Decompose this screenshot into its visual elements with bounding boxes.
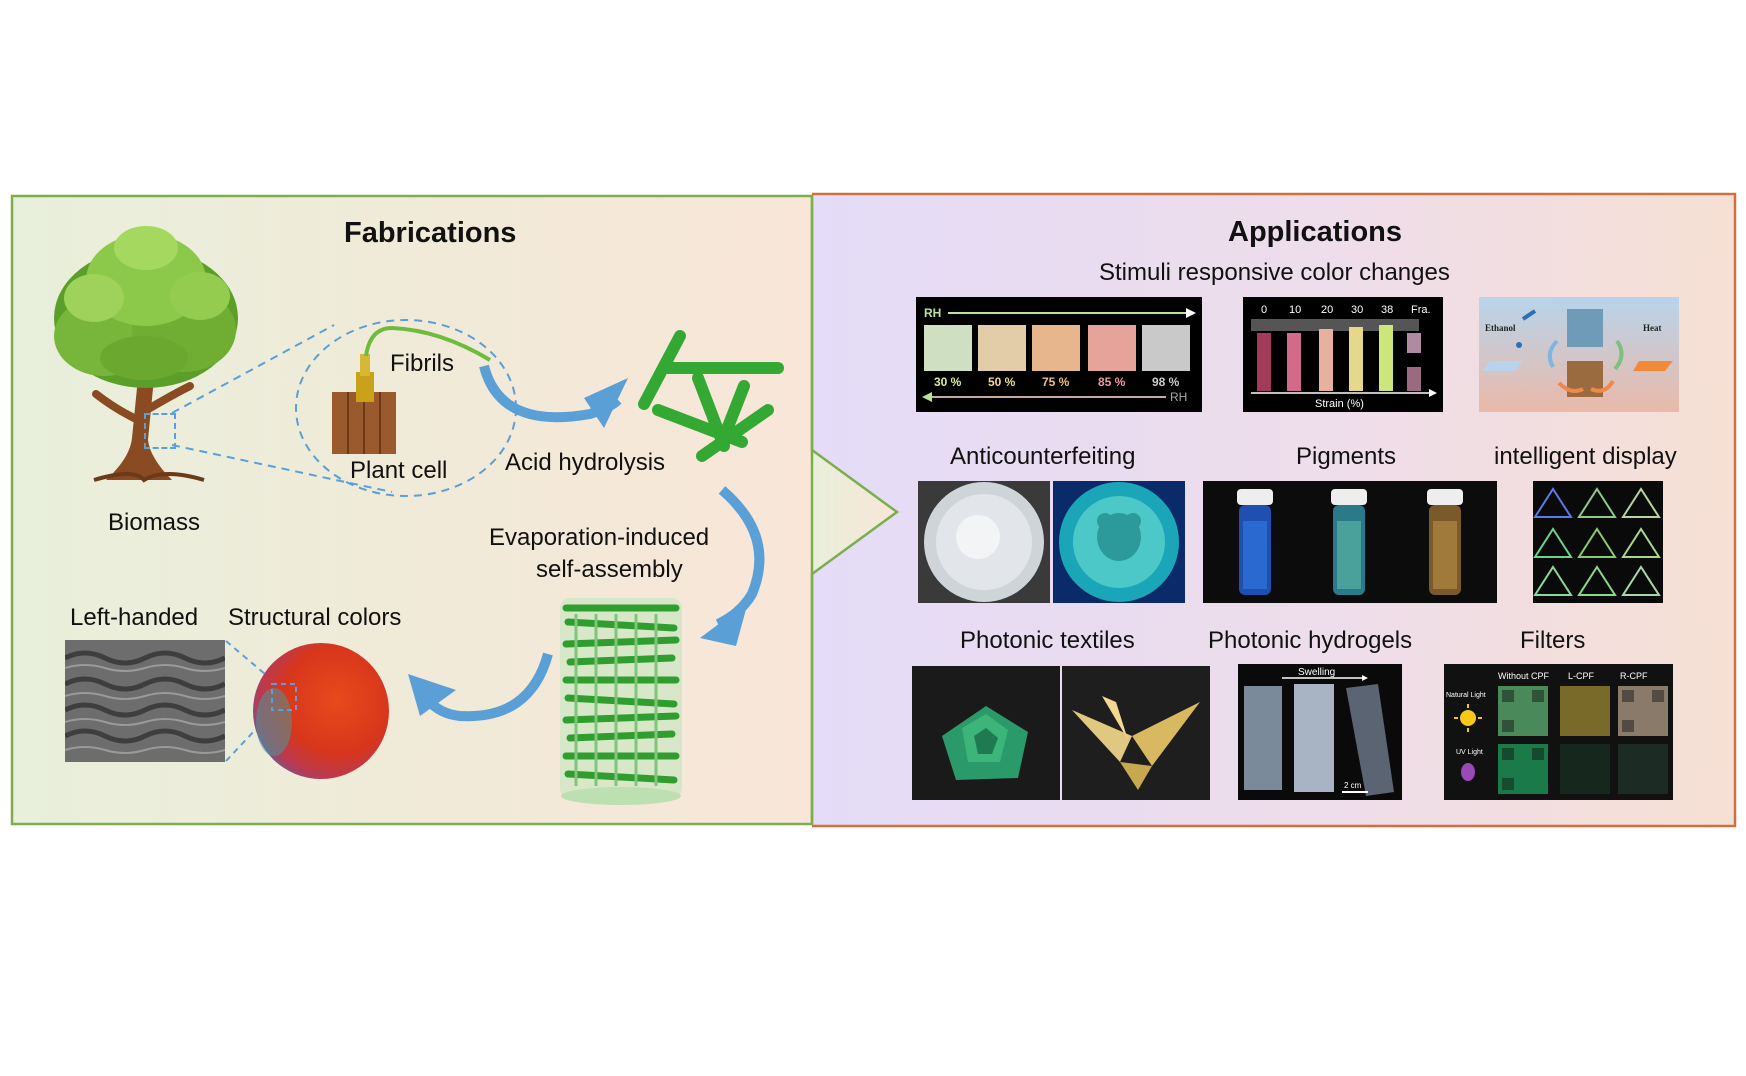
ethanol-label: Ethanol bbox=[1485, 323, 1516, 333]
fibril-strand bbox=[364, 325, 492, 362]
rh-axis-label: RH bbox=[924, 306, 941, 320]
photonic-textiles-label: Photonic textiles bbox=[960, 627, 1135, 654]
biomass-label: Biomass bbox=[108, 509, 201, 536]
anticounterfeiting-label: Anticounterfeiting bbox=[950, 443, 1136, 470]
filter-row-label: UV Light bbox=[1456, 749, 1483, 756]
fabrications-title: Fabrications bbox=[344, 217, 517, 249]
sem-leader-lines bbox=[225, 640, 273, 762]
evaporation-label-line2: self-assembly bbox=[536, 556, 683, 583]
heat-label: Heat bbox=[1643, 323, 1662, 333]
applications-title: Applications bbox=[1228, 216, 1403, 248]
filter-column-label: L-CPF bbox=[1568, 671, 1595, 681]
sun-icon bbox=[1460, 710, 1476, 726]
strain-tick: 0 bbox=[1261, 304, 1267, 316]
intelligent-display-photo bbox=[1533, 481, 1663, 603]
intelligent-display-label: intelligent display bbox=[1494, 443, 1677, 470]
rh-bottom-label: RH bbox=[1170, 390, 1187, 404]
pigments-photo bbox=[1203, 481, 1497, 603]
rh-value: 75 % bbox=[1042, 375, 1070, 389]
left-handed-label: Left-handed bbox=[70, 604, 199, 631]
rh-photo-panel: RH 30 % 50 % 75 % 85 % 98 % RH bbox=[916, 297, 1202, 412]
filters-label: Filters bbox=[1520, 627, 1586, 654]
tree-trunk-highlight bbox=[144, 413, 176, 449]
strain-photo-panel: 0 10 20 30 38 Fra. Strain (%) bbox=[1243, 297, 1443, 412]
hydrogels-photo: Swelling 2 cm bbox=[1238, 664, 1402, 800]
swelling-label: Swelling bbox=[1298, 667, 1335, 678]
hydrogel-scale-label: 2 cm bbox=[1344, 781, 1362, 790]
tree-icon bbox=[54, 226, 238, 483]
structural-color-disk bbox=[253, 643, 389, 779]
cnc-rods-icon bbox=[638, 330, 784, 462]
rh-value: 85 % bbox=[1098, 375, 1126, 389]
rh-value: 30 % bbox=[934, 375, 962, 389]
anticounterfeiting-photo-white bbox=[918, 481, 1050, 603]
structural-colors-label: Structural colors bbox=[228, 604, 402, 631]
anticounterfeiting-photo-uv bbox=[1053, 481, 1185, 603]
filter-column-label: R-CPF bbox=[1620, 671, 1648, 681]
strain-tick: 30 bbox=[1351, 304, 1363, 316]
chiral-stack-icon bbox=[560, 598, 682, 805]
evaporation-label-line1: Evaporation-induced bbox=[489, 524, 710, 551]
ethanol-heat-panel: Ethanol Heat bbox=[1479, 297, 1679, 412]
textile-photo-crane bbox=[1062, 666, 1210, 800]
stimuli-title: Stimuli responsive color changes bbox=[1099, 259, 1450, 286]
arrow-structural bbox=[424, 652, 553, 722]
filter-column-label: Without CPF bbox=[1498, 671, 1550, 681]
strain-tick: Fra. bbox=[1411, 304, 1431, 316]
acid-hydrolysis-label: Acid hydrolysis bbox=[505, 449, 666, 476]
filter-row-label: Natural Light bbox=[1446, 692, 1486, 699]
plant-cell-icon bbox=[332, 354, 396, 454]
strain-tick: 20 bbox=[1321, 304, 1333, 316]
textile-photo-rose bbox=[912, 666, 1060, 800]
pigments-label: Pigments bbox=[1296, 443, 1397, 470]
strain-tick: 38 bbox=[1381, 304, 1393, 316]
plant-cell-label: Plant cell bbox=[350, 457, 448, 484]
rh-value: 98 % bbox=[1152, 375, 1180, 389]
photonic-hydrogels-label: Photonic hydrogels bbox=[1208, 627, 1413, 654]
rh-value: 50 % bbox=[988, 375, 1016, 389]
sem-image bbox=[65, 640, 225, 762]
plant-cell-zoom bbox=[171, 319, 784, 722]
filters-photo: Without CPF L-CPF R-CPF Natural Light UV… bbox=[1444, 664, 1673, 800]
uv-bulb-icon bbox=[1461, 763, 1475, 781]
strain-tick: 10 bbox=[1289, 304, 1301, 316]
strain-axis-label: Strain (%) bbox=[1315, 398, 1364, 410]
fibrils-label: Fibrils bbox=[390, 350, 454, 377]
